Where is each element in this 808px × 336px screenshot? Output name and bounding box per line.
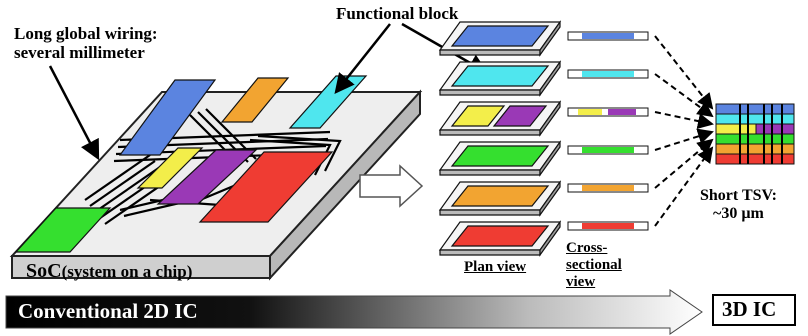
functional-block-label: Functional block xyxy=(336,4,459,23)
soc-blocks xyxy=(14,75,368,253)
long-wiring-label: Long global wiring: several millimeter xyxy=(14,24,158,62)
cross-line3: view xyxy=(566,274,596,290)
soc-label: SoC(system on a chip) xyxy=(26,260,192,283)
soc-main: SoC xyxy=(26,260,62,282)
plan-layer-4 xyxy=(438,140,562,177)
tsv-vias xyxy=(739,104,783,164)
plan-layer-3 xyxy=(438,100,562,137)
tsv-line2: ~30 µm xyxy=(713,205,764,222)
plan-layer-2 xyxy=(438,60,562,97)
cross-bar-3 xyxy=(567,107,649,117)
plan-layer-6 xyxy=(438,220,562,257)
conventional-arrow xyxy=(5,289,703,335)
long-wiring-line1: Long global wiring: xyxy=(14,24,158,43)
3d-ic-label: 3D IC xyxy=(722,297,777,321)
plan-view-label: Plan view xyxy=(464,259,527,275)
cross-bar-1 xyxy=(567,31,649,41)
block-green xyxy=(14,207,112,253)
3d-ic-stack xyxy=(715,103,795,165)
plan-view-stack xyxy=(438,20,562,257)
3d-ic-box xyxy=(712,294,796,326)
soc-sub: (system on a chip) xyxy=(61,262,193,281)
wiring-pointer xyxy=(48,65,100,161)
cross-bar-2 xyxy=(567,69,649,79)
dashed-arrows xyxy=(654,35,714,227)
functional-pointer-chip xyxy=(334,23,391,94)
block-yellow xyxy=(136,147,204,189)
cross-bar-4 xyxy=(567,145,649,155)
plan-layer-1 xyxy=(438,20,562,57)
cross-line1: Cross- xyxy=(566,240,608,256)
cross-section-stack xyxy=(567,31,649,231)
block-blue xyxy=(118,79,217,156)
cross-line2: sectional xyxy=(566,257,622,273)
conventional-2d-label: Conventional 2D IC xyxy=(18,299,198,323)
block-red xyxy=(198,151,334,223)
long-wiring-line2: several millimeter xyxy=(14,43,145,62)
cross-bar-5 xyxy=(567,183,649,193)
plan-layer-5 xyxy=(438,180,562,217)
transform-arrow xyxy=(359,164,424,208)
cross-bar-6 xyxy=(567,221,649,231)
tsv-label: Short TSV: ~30 µm xyxy=(700,187,777,223)
block-orange xyxy=(220,77,290,123)
tsv-line1: Short TSV: xyxy=(700,187,777,204)
cross-sectional-label: Cross- sectional view xyxy=(566,240,622,291)
block-purple xyxy=(156,149,258,205)
